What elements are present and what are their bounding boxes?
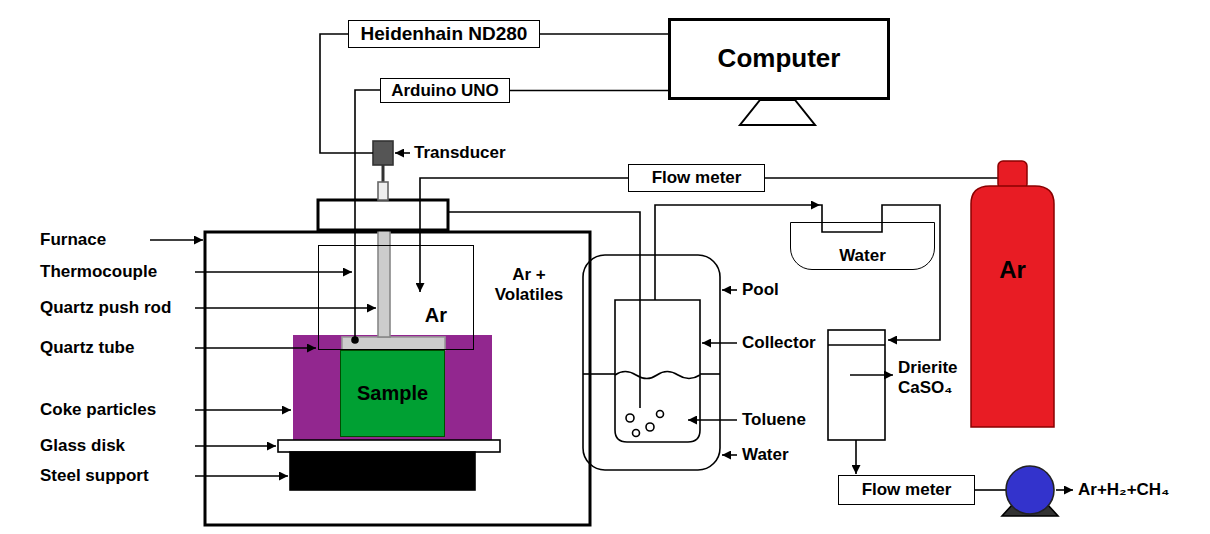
monitor-stand: [740, 100, 815, 125]
part-label: Glass disk: [40, 436, 125, 456]
leader-line: [702, 342, 737, 344]
bubble: [646, 423, 654, 431]
cylinder-valve: [998, 161, 1027, 189]
steel-support: [290, 452, 475, 490]
part-label: Pool: [742, 280, 779, 300]
tube-lid: [318, 200, 448, 230]
flow-meter-box: Flow meter: [628, 164, 765, 192]
transducer-symbol: [373, 141, 393, 165]
water-level: [583, 373, 615, 375]
leader-line: [850, 374, 893, 376]
glass-disk: [278, 440, 500, 452]
part-label: Collector: [742, 333, 816, 353]
bubble: [657, 411, 664, 418]
thermocouple-wire: [355, 90, 380, 338]
leader-line: [688, 419, 737, 421]
leader-line: [722, 454, 737, 456]
part-label: Steel support: [40, 466, 149, 486]
node-text: Ar: [999, 256, 1026, 284]
flow-line: [975, 489, 1006, 491]
part-label: Water: [742, 445, 789, 465]
pool-bath: [583, 255, 720, 470]
water-level: [700, 373, 720, 375]
part-label: Drierite CaSO₄: [898, 358, 968, 397]
leader-line: [195, 445, 276, 447]
node-text: Flow meter: [862, 480, 952, 500]
sample-box: Sample: [340, 350, 445, 437]
leader-line: [722, 289, 737, 291]
bubble: [626, 414, 634, 422]
gas-label: Ar+H₂+CH₄: [1078, 480, 1169, 500]
argon-cylinder: Ar: [970, 160, 1055, 428]
flow-line: [1056, 489, 1073, 491]
part-label: Quartz push rod: [40, 298, 171, 318]
node-text: Sample: [357, 382, 428, 405]
connector-line: [510, 90, 668, 92]
transducer-tip: [378, 182, 388, 200]
part-label: Transducer: [414, 143, 506, 163]
flow-meter-box: Flow meter: [838, 475, 975, 505]
coke-particles: [293, 335, 492, 440]
device-box: Heidenhain ND280: [348, 20, 540, 48]
bubble: [633, 430, 640, 437]
node-text: Arduino UNO: [391, 81, 499, 101]
leader-line: [395, 152, 410, 154]
sample-cap: [342, 337, 445, 350]
furnace-box: [205, 232, 590, 525]
water-tray: Water: [790, 222, 935, 270]
cylinder-outline: [970, 160, 1055, 428]
transducer-wire: [320, 34, 373, 153]
node-text: Computer: [718, 44, 841, 74]
thermocouple-tip: [352, 337, 358, 343]
connector-line: [540, 33, 668, 35]
gas-inlet-line: [639, 300, 641, 408]
u-tube-line: [820, 205, 940, 340]
part-label: Quartz tube: [40, 338, 134, 358]
gas-label: Ar + Volatiles: [483, 265, 575, 304]
part-label: Toluene: [742, 410, 806, 430]
pump-symbol: [1006, 466, 1054, 514]
gas-inlet-line: [448, 212, 640, 408]
collector-vessel: [615, 300, 700, 442]
drierite-column: [828, 330, 885, 440]
node-text: Water: [839, 246, 886, 266]
device-box: Arduino UNO: [380, 78, 510, 103]
quartz-tube: Ar: [318, 245, 474, 350]
computer-monitor: Computer: [668, 18, 890, 100]
leader-line: [195, 271, 352, 273]
leader-line: [195, 347, 316, 349]
part-label: Coke particles: [40, 400, 156, 420]
flow-line: [855, 440, 857, 474]
leader-line: [195, 475, 288, 477]
part-label: Thermocouple: [40, 262, 157, 282]
leader-line: [150, 239, 203, 241]
node-text: Heidenhain ND280: [361, 23, 528, 45]
quartz-push-rod: [378, 230, 390, 337]
node-text: Flow meter: [652, 168, 742, 188]
connector-line: [765, 177, 998, 179]
part-label: Furnace: [40, 230, 106, 250]
node-text: Ar: [425, 304, 447, 327]
transducer-stem: [382, 165, 385, 182]
column-cap: [828, 344, 885, 346]
cylinder-body: [971, 186, 1054, 427]
leader-line: [195, 307, 376, 309]
leader-line: [195, 409, 291, 411]
toluene-surface: [615, 372, 700, 379]
